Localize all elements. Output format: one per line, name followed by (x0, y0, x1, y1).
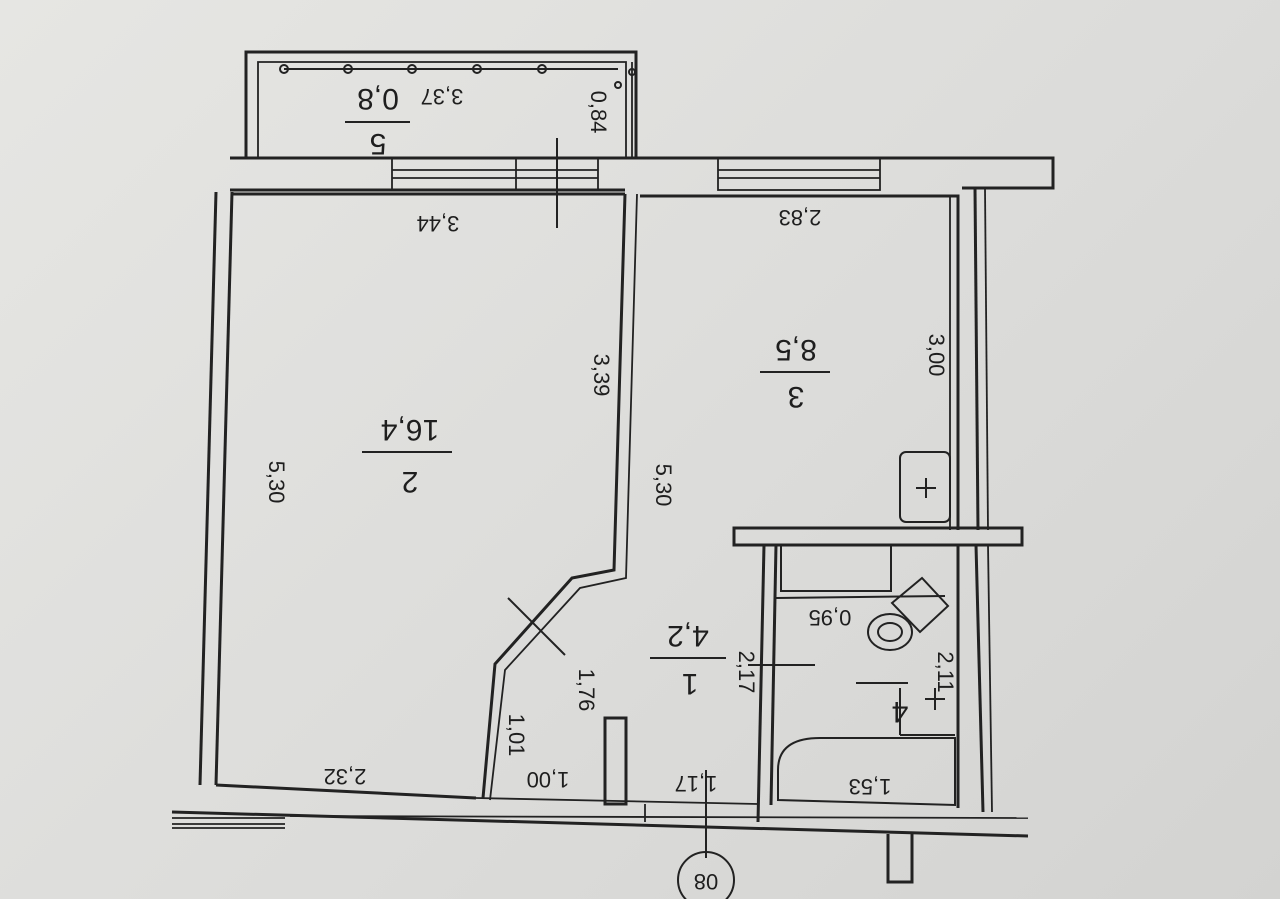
toilet-icon (867, 576, 950, 651)
room-3-walls (640, 187, 989, 531)
bathtub-icon (777, 737, 956, 807)
room-5-area: 0,8 (357, 82, 399, 115)
room-2-number: 2 (402, 465, 419, 498)
dim-room2-bottom: 2,32 (324, 764, 367, 789)
dim-room3-left: 5,30 (651, 464, 676, 507)
dim-room3-right: 3,00 (924, 334, 949, 377)
room-2-walls (198, 191, 638, 801)
balcony (244, 50, 638, 158)
dim-toilet-width: 0,95 (809, 605, 852, 630)
dim-hall-left: 1,01 (504, 714, 529, 757)
dim-room2-right: 3,39 (589, 354, 614, 397)
exterior-wall-bottom (171, 797, 1029, 884)
dim-bath-bottom: 1,53 (849, 774, 892, 799)
dim-balcony-length: 3,37 (421, 84, 464, 109)
dim-balcony-depth: 0,84 (586, 91, 611, 134)
room-5-number: 5 (370, 127, 387, 160)
axis-marker: 08 (677, 851, 735, 899)
dim-hall-right: 2,17 (734, 651, 759, 694)
room-4-number: 4 (892, 695, 909, 728)
hall-walls (603, 664, 815, 858)
room-2-area: 16,4 (381, 413, 439, 446)
sink-icon (899, 451, 951, 523)
axis-marker-label: 08 (694, 869, 718, 894)
dim-bath-height: 2,11 (933, 651, 958, 692)
dim-room2-top: 3,44 (417, 211, 460, 236)
exterior-wall-top (230, 138, 1055, 228)
room-3-area: 8,5 (775, 333, 817, 366)
room-labels: 2 16,4 3 8,5 1 4,2 4 5 0,8 (345, 82, 908, 728)
room-1-area: 4,2 (667, 619, 709, 652)
dim-hall-bottom-left: 1,00 (527, 767, 570, 792)
room-3-number: 3 (788, 380, 805, 413)
window-room3 (717, 157, 881, 191)
bathroom-walls (732, 526, 1024, 823)
dim-room2-left: 5,30 (264, 461, 289, 504)
room-1-number: 1 (682, 667, 699, 700)
dim-hall-diagonal: 1,76 (574, 669, 599, 712)
dim-hall-bottom-right: 1,17 (675, 771, 718, 796)
dim-room3-top: 2,83 (779, 205, 822, 230)
window-room2 (391, 157, 599, 191)
dimension-labels: 3,37 0,84 3,44 2,83 5,30 3,39 2,32 5,30 … (264, 84, 958, 799)
